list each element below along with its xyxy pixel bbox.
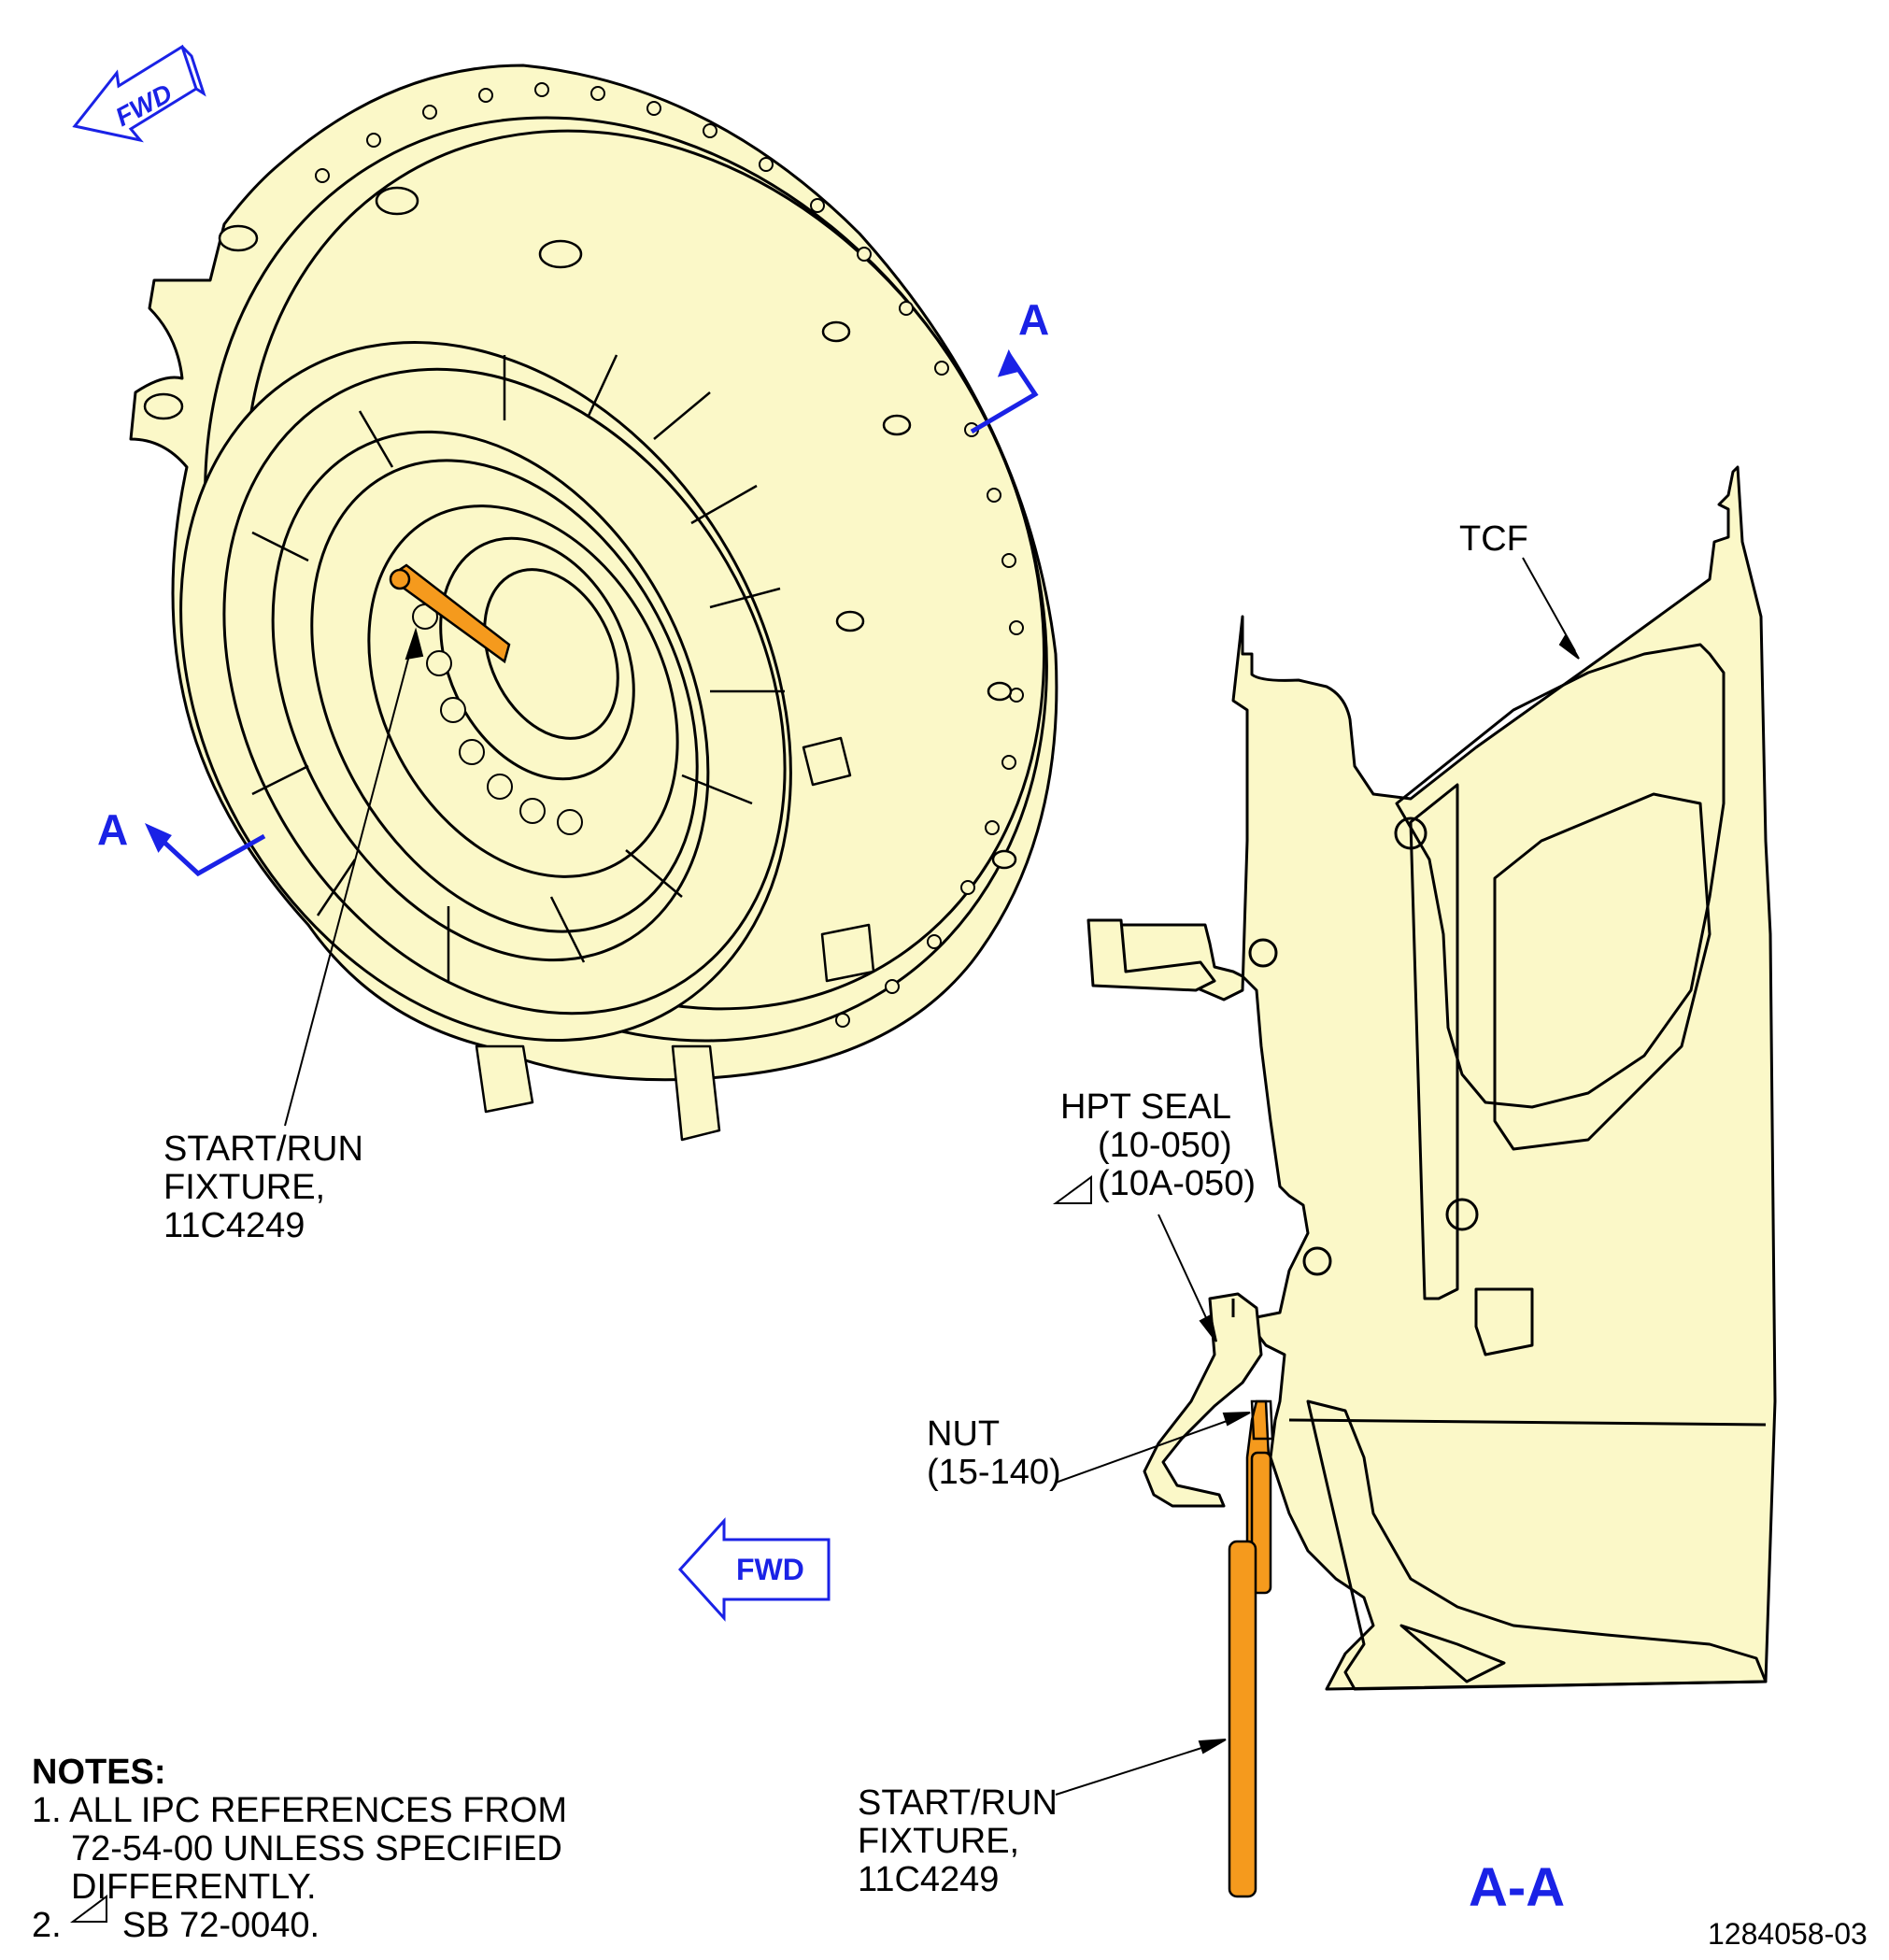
note-1-line2: 72-54-00 UNLESS SPECIFIED xyxy=(71,1829,562,1868)
section-view-title: A-A xyxy=(1469,1857,1566,1918)
fixture-left-line2: FIXTURE, xyxy=(163,1168,326,1207)
note-1-line3: DIFFERENTLY. xyxy=(71,1868,317,1907)
fixture-right-line2: FIXTURE, xyxy=(858,1822,1020,1861)
fwd-label-bottom: FWD xyxy=(736,1553,804,1586)
note-1-line1: ALL IPC REFERENCES FROM xyxy=(69,1791,567,1830)
section-marker-left: A xyxy=(97,805,129,854)
hpt-seal-line2: (10-050) xyxy=(1098,1126,1232,1165)
fwd-arrow-bottom xyxy=(677,1517,831,1622)
note-1: 1. ALL IPC REFERENCES FROM xyxy=(32,1792,567,1830)
leader-fixture-iso xyxy=(284,627,424,1127)
turbine-frame-iso-view xyxy=(129,64,1058,1142)
notes-title: NOTES: xyxy=(32,1753,166,1792)
figure-id: 1284058-03 xyxy=(1708,1917,1868,1951)
hpt-seal-line3: (10A-050) xyxy=(1098,1164,1256,1203)
nut-line1: NUT xyxy=(927,1414,1001,1454)
fixture-left-line3: 11C4249 xyxy=(163,1206,305,1245)
sb-triangle-hpt xyxy=(1052,1175,1092,1204)
note-2: 2. SB 72-0040. xyxy=(32,1907,567,1945)
start-run-fixture-iso xyxy=(389,563,511,664)
section-marker-top: A xyxy=(1018,295,1050,344)
fixture-label-right: START/RUN FIXTURE, 11C4249 xyxy=(858,1784,1058,1899)
sb-triangle-symbols xyxy=(70,1175,1092,1923)
fixture-left-line1: START/RUN xyxy=(163,1129,363,1169)
fwd-arrow-top xyxy=(72,44,206,143)
start-run-fixture-section xyxy=(1228,1399,1274,1898)
leader-lines-section xyxy=(1055,557,1580,1796)
tcf-label: TCF xyxy=(1459,519,1528,559)
note-1-number: 1. xyxy=(32,1791,62,1830)
section-cut-markers xyxy=(144,348,1039,877)
fixture-right-line1: START/RUN xyxy=(858,1783,1058,1823)
sb-triangle-note xyxy=(70,1895,107,1923)
note-2-line1: SB 72-0040. xyxy=(121,1906,320,1945)
fixture-label-left: START/RUN FIXTURE, 11C4249 xyxy=(163,1130,363,1245)
note-2-number: 2. xyxy=(32,1906,62,1945)
notes-block: NOTES: 1. ALL IPC REFERENCES FROM 72-54-… xyxy=(32,1754,567,1945)
hpt-seal-line1: HPT SEAL xyxy=(1060,1087,1232,1127)
hpt-seal-label: HPT SEAL (10-050) (10A-050) xyxy=(1060,1088,1256,1203)
nut-line2: (15-140) xyxy=(927,1453,1061,1492)
section-aa-view xyxy=(1087,465,1777,1691)
fixture-right-line3: 11C4249 xyxy=(858,1860,1000,1899)
nut-label: NUT (15-140) xyxy=(927,1415,1061,1492)
